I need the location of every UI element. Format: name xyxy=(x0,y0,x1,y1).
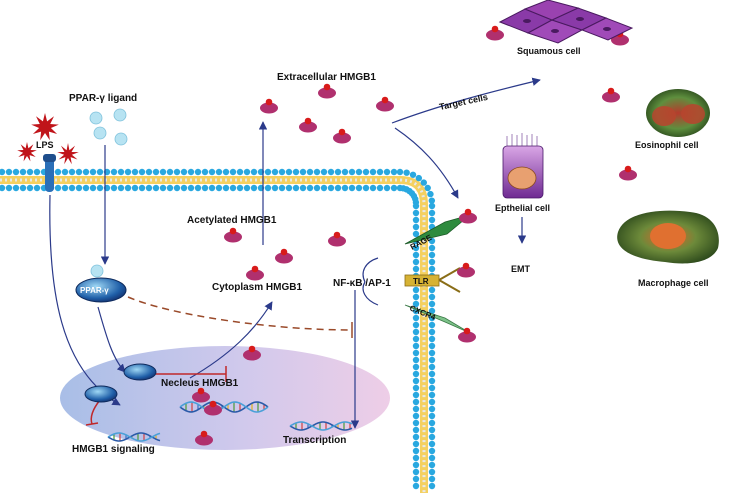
squamous-cell-icon xyxy=(498,0,634,44)
hmgb1-molecules xyxy=(192,25,637,446)
ppar-inhibit-signaling-line xyxy=(90,399,101,425)
hmgb1-signaling-label: HMGB1 signaling xyxy=(72,444,155,455)
transcription-label: Transcription xyxy=(283,435,346,446)
ppar-ligand-icon xyxy=(89,108,128,278)
nucleus-hmgb1-label: Necleus HMGB1 xyxy=(161,378,239,389)
macrophage-cell-label: Macrophage cell xyxy=(638,278,709,288)
extracellular-to-receptor-arrow xyxy=(394,127,459,199)
ppar-ligand-label: PPAR-γ ligand xyxy=(69,93,137,104)
macrophage-cell-icon xyxy=(617,210,719,264)
nfkb-ap1-label: NF-κB /AP-1 xyxy=(333,278,391,289)
nucleus-to-cytoplasm-arrow xyxy=(189,301,273,379)
squamous-cell-label: Squamous cell xyxy=(517,46,581,56)
ppar-to-nucleus-arrow xyxy=(97,306,126,373)
receptor-bracket-top xyxy=(362,257,379,283)
dna-helix-icon xyxy=(107,401,353,442)
tlr4-receptor-icon xyxy=(43,154,56,192)
tlr-label: TLR xyxy=(413,277,429,286)
lps-star-icon xyxy=(17,113,79,165)
acetylated-hmgb1-label: Acetylated HMGB1 xyxy=(187,215,277,226)
ppar-inhibit-nfkb-line xyxy=(127,296,353,331)
extracellular-hmgb1-label: Extracellular HMGB1 xyxy=(277,72,376,83)
target-cells-arrow xyxy=(391,77,541,124)
cytoplasm-hmgb1-label: Cytoplasm HMGB1 xyxy=(212,282,302,293)
eosinophil-cell-label: Eosinophil cell xyxy=(635,140,699,150)
eosinophil-cell-icon xyxy=(646,89,710,137)
inhibit-bar xyxy=(85,422,99,426)
receptor-bracket-bottom xyxy=(362,281,379,306)
tlr-receptor-icon xyxy=(404,267,461,293)
lps-label: LPS xyxy=(36,140,54,150)
emt-label: EMT xyxy=(511,264,531,274)
target-cells-label: Target cells xyxy=(438,92,488,112)
ppar-gamma-complex xyxy=(75,277,157,403)
epithelial-cell-icon xyxy=(502,133,544,199)
ppar-gamma-label: PPAR-γ xyxy=(80,286,109,295)
epithelial-cell-label: Epthelial cell xyxy=(495,203,550,213)
